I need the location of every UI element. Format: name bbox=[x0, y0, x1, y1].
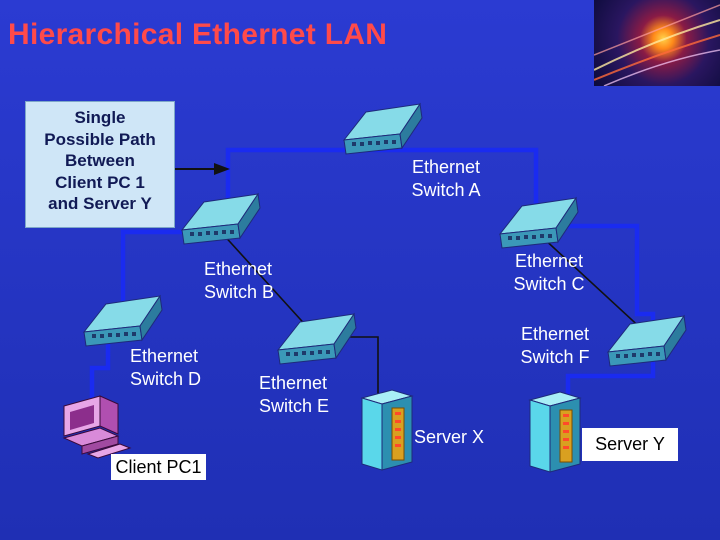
switch-d-label-line2: Switch D bbox=[130, 369, 202, 389]
callout-line-3: Between bbox=[65, 151, 135, 170]
switch-c-label: Ethernet Switch C bbox=[504, 250, 594, 296]
switch-d-icon bbox=[82, 294, 163, 347]
path-callout: Single Possible Path Between Client PC 1… bbox=[25, 101, 175, 228]
decorative-network-image bbox=[594, 0, 720, 86]
client-pc-label: Client PC1 bbox=[111, 454, 206, 480]
switch-b-label-line1: Ethernet bbox=[204, 259, 273, 279]
switch-e-icon bbox=[276, 312, 357, 365]
switch-a-label: Ethernet Switch A bbox=[404, 156, 488, 202]
link-c-f bbox=[540, 235, 646, 333]
switch-e-label-line1: Ethernet bbox=[259, 373, 328, 393]
server-x-label: Server X bbox=[414, 427, 485, 447]
switch-b-icon bbox=[180, 192, 261, 245]
switch-d-label: Ethernet Switch D bbox=[130, 345, 220, 391]
switch-e-label: Ethernet Switch E bbox=[259, 372, 349, 418]
switch-c-label-line1: Ethernet bbox=[514, 251, 584, 271]
callout-arrowhead bbox=[214, 163, 230, 175]
switch-f-icon bbox=[606, 314, 687, 367]
server-y-label: Server Y bbox=[582, 428, 678, 461]
switch-b-label-line2: Switch B bbox=[204, 282, 275, 302]
server-y-icon bbox=[528, 391, 582, 473]
switch-e-label-line2: Switch E bbox=[259, 396, 330, 416]
callout-line-2: Possible Path bbox=[44, 129, 156, 149]
client-pc-icon bbox=[62, 395, 132, 459]
link-b-e bbox=[220, 231, 311, 331]
page-title: Hierarchical Ethernet LAN bbox=[8, 18, 388, 51]
switch-c-icon bbox=[498, 196, 579, 249]
switch-c-label-line2: Switch C bbox=[513, 274, 585, 294]
callout-line-1: Single bbox=[74, 108, 126, 127]
switch-f-label: Ethernet Switch F bbox=[510, 323, 600, 369]
server-x-icon bbox=[360, 389, 414, 471]
switch-a-label-line1: Ethernet bbox=[411, 157, 481, 177]
switch-f-label-line1: Ethernet bbox=[520, 324, 590, 344]
fiber-light-graphic bbox=[594, 4, 720, 86]
callout-line-4: Client PC 1 bbox=[55, 172, 145, 192]
switch-a-icon bbox=[342, 102, 423, 155]
switch-f-label-line2: Switch F bbox=[520, 347, 590, 367]
switch-a-label-line2: Switch A bbox=[411, 180, 481, 200]
link-e-serverx bbox=[342, 336, 379, 400]
callout-line-5: and Server Y bbox=[48, 194, 152, 213]
switch-d-label-line1: Ethernet bbox=[130, 346, 199, 366]
switch-b-label: Ethernet Switch B bbox=[204, 258, 294, 304]
